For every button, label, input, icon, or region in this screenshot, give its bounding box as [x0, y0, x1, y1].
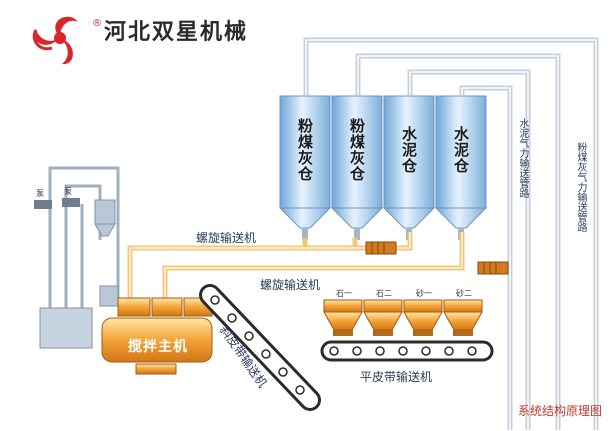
mixer-weigh-hoppers: [117, 297, 213, 317]
flat-belt-conveyor: [320, 340, 494, 362]
bin-label: 石一: [336, 289, 352, 298]
silo-2: [330, 95, 384, 240]
diagram-caption: 系统结构原理图: [517, 404, 602, 418]
silo-3: [382, 95, 436, 240]
screw-motor-2: [477, 261, 509, 275]
water-scale: [99, 285, 119, 307]
water-tank: [39, 307, 93, 349]
mixer-body: [101, 317, 213, 375]
pump-icon: [34, 198, 80, 209]
bin-label: 砂一: [416, 289, 432, 298]
flat-belt-label: 平皮带输送机: [360, 370, 433, 384]
registered-mark: ®: [92, 18, 102, 29]
silo-label: 水泥仓: [400, 126, 418, 174]
silo-label: 粉煤灰仓: [348, 118, 366, 182]
pump-label: 泵: [36, 189, 44, 198]
triple-spiral-logo-icon: [32, 16, 78, 65]
silo-4: [434, 95, 488, 240]
bin-label: 石二: [376, 289, 392, 298]
flyash-pipe-label: 粉煤灰气力输送管路: [575, 142, 586, 232]
screw-conveyor-label: 螺旋输送机: [260, 278, 321, 292]
silo-1: [278, 95, 332, 240]
silo-label: 粉煤灰仓: [296, 118, 314, 182]
brand-name: 河北双星机械: [104, 20, 249, 45]
pump-label: 泵: [64, 187, 72, 196]
aggregate-bins: [323, 299, 483, 336]
cement-pipe-label: 水泥气力输送管路: [517, 118, 528, 198]
screw-motor-1: [365, 241, 397, 255]
bin-label: 砂二: [456, 289, 472, 298]
screw-conveyor-label: 螺旋输送机: [196, 231, 257, 245]
inclined-belt-conveyor: [199, 284, 321, 411]
additive-scale: [94, 199, 116, 225]
mixer-label: 搅拌主机: [128, 339, 188, 355]
silo-label: 水泥仓: [452, 126, 470, 174]
